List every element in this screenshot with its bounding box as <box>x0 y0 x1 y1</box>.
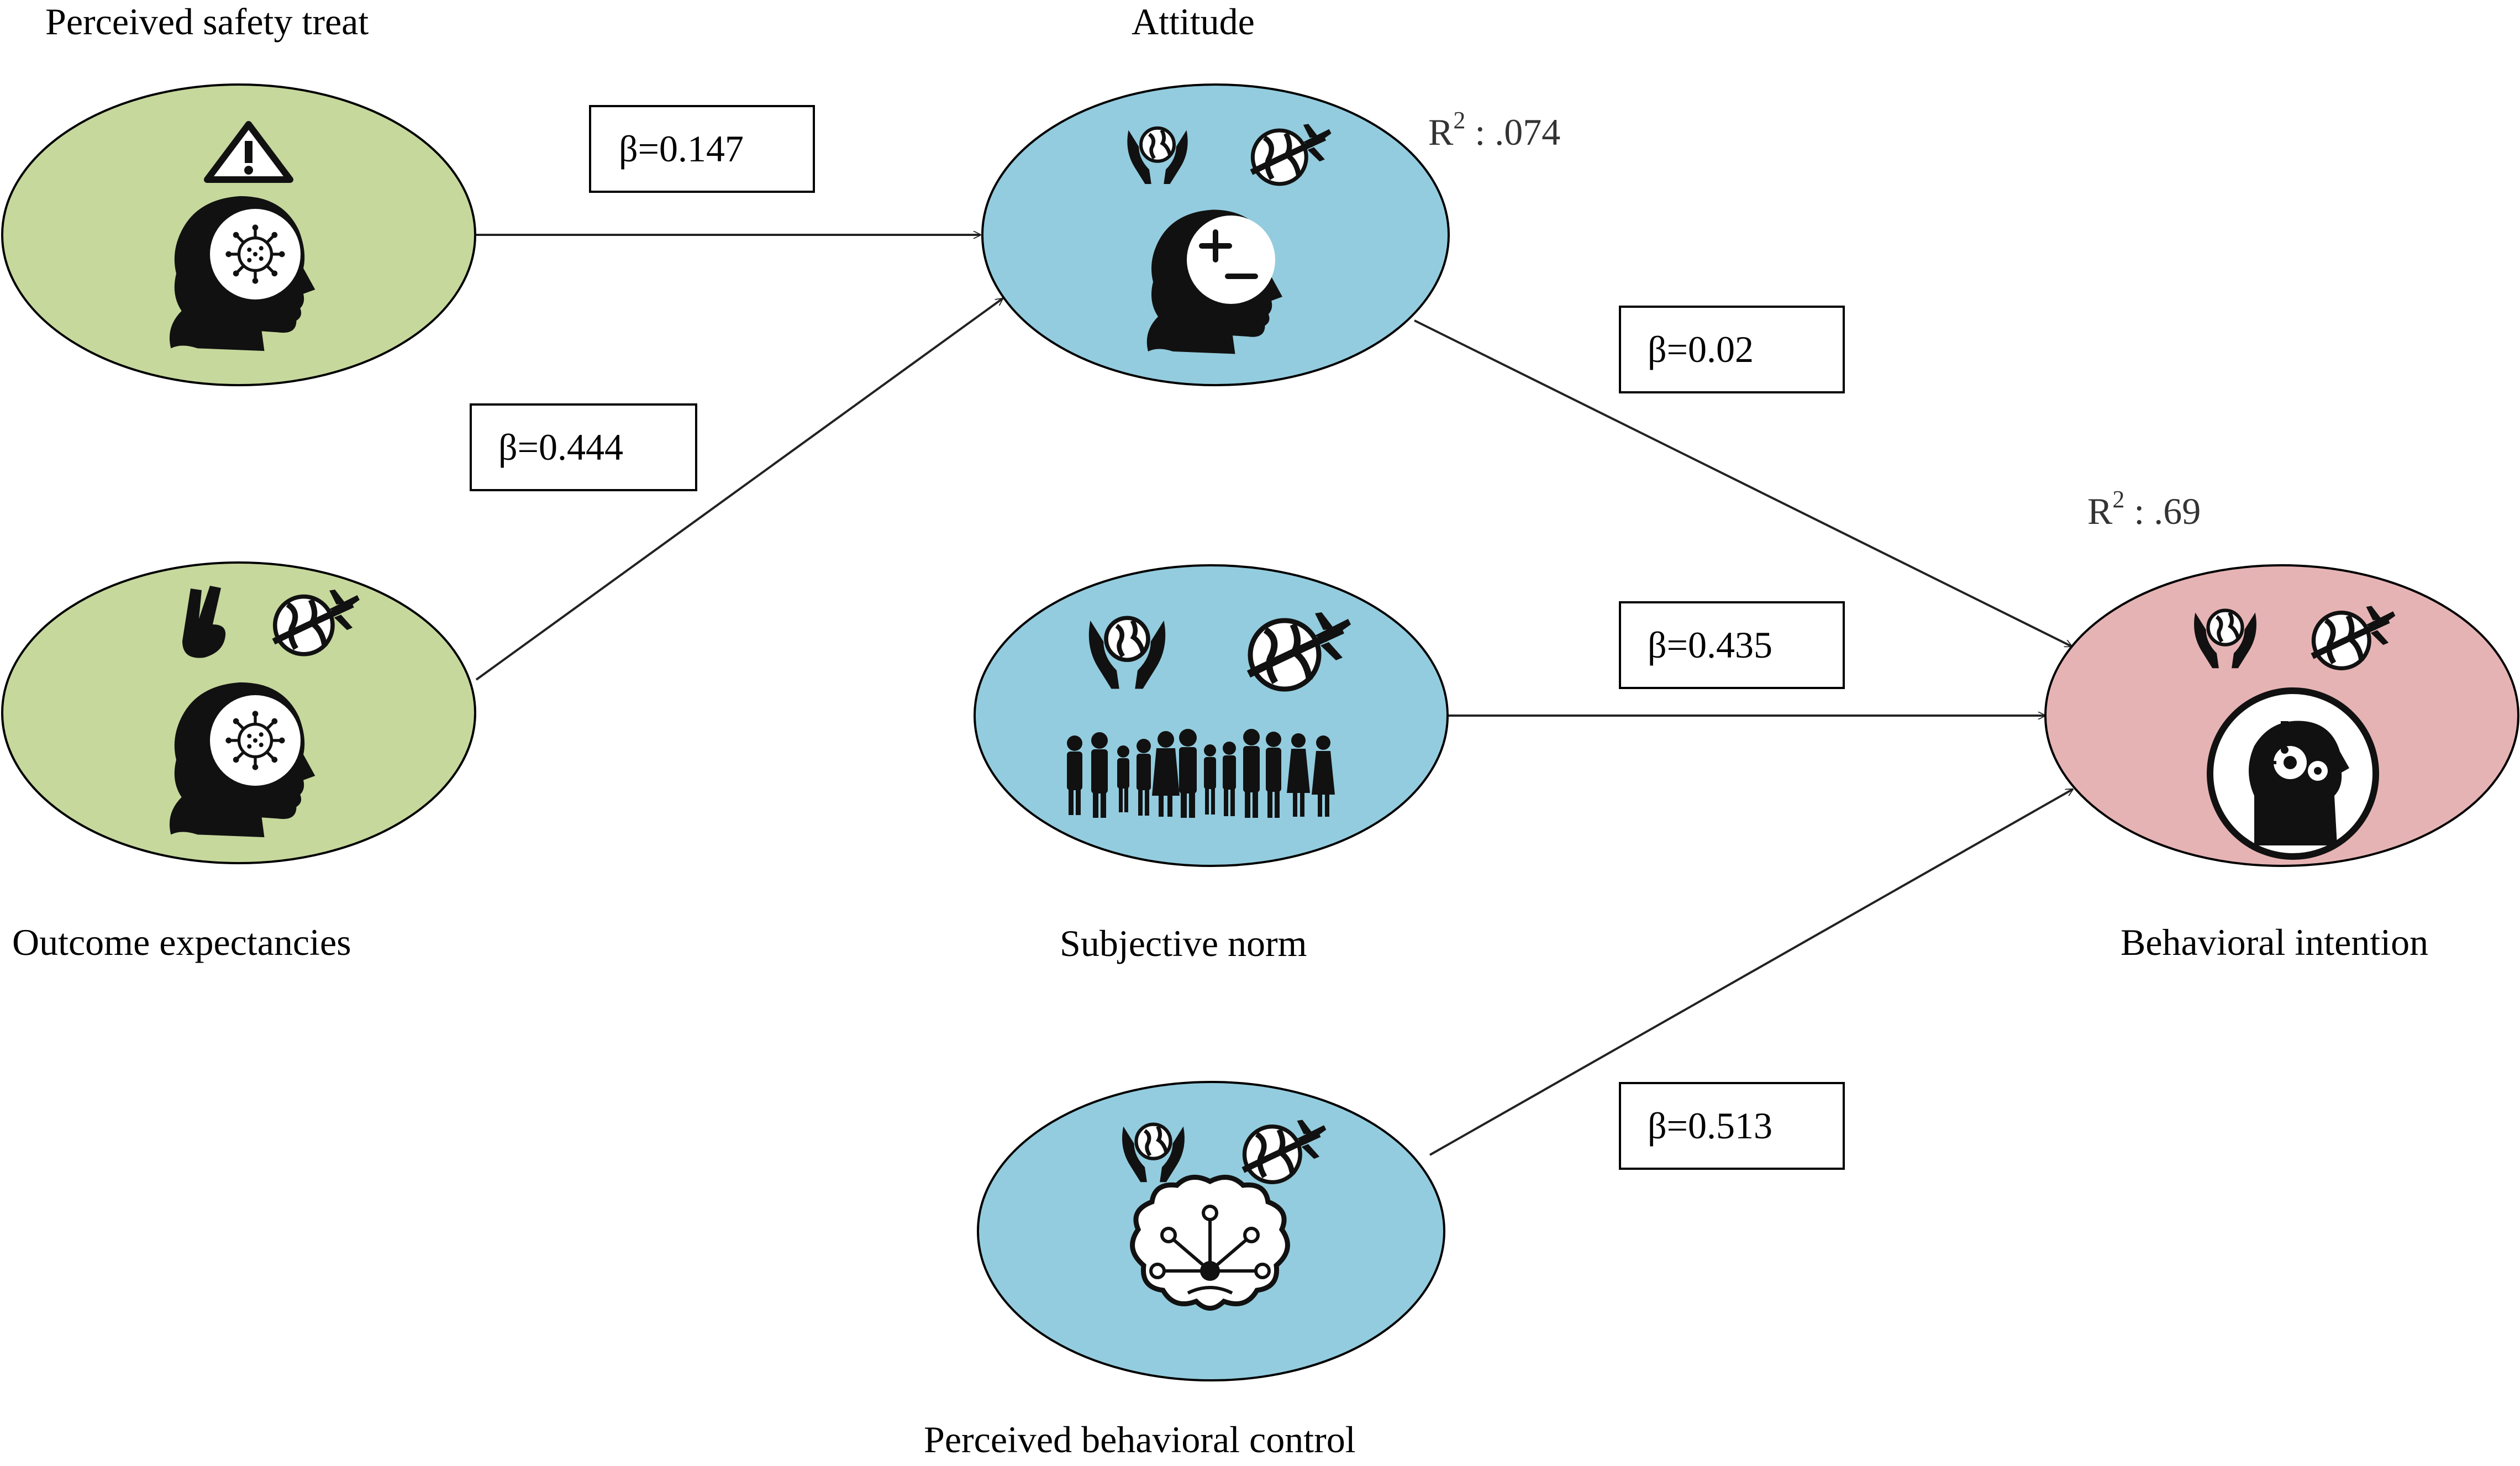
node-attitude: Attitude R2 : .074 <box>981 1 1560 386</box>
beta-box-control-intention: β=0.513 <box>1619 1082 1845 1170</box>
beta-value: β=0.02 <box>1648 328 1754 370</box>
node-outcome-expectancies: Outcome expectancies <box>1 561 476 963</box>
beta-value: β=0.444 <box>498 426 623 468</box>
head-plus-minus-icon <box>1146 209 1282 354</box>
node-subjective-norm: Subjective norm <box>974 564 1449 964</box>
r2-label: R2 : .074 <box>1428 107 1560 153</box>
node-ellipse <box>974 564 1449 867</box>
node-label: Perceived safety treat <box>45 1 369 43</box>
beta-value: β=0.435 <box>1648 624 1772 666</box>
beta-box-outcome-attitude: β=0.444 <box>470 403 697 491</box>
beta-value: β=0.147 <box>619 128 744 170</box>
edges <box>475 235 2073 1156</box>
beta-box-safety-attitude: β=0.147 <box>589 105 815 193</box>
node-label: Behavioral intention <box>2121 921 2428 963</box>
beta-box-attitude-intention: β=0.02 <box>1619 306 1845 393</box>
head-virus-icon <box>169 196 315 351</box>
beta-labels: β=0.147 β=0.444 β=0.02 β=0.435 β=0.513 <box>470 105 1845 1170</box>
node-behavioral-intention: R2 : .69 Behavioral intention <box>2044 486 2519 963</box>
r2-label: R2 : .69 <box>2087 486 2201 532</box>
beta-box-norm-intention: β=0.435 <box>1619 601 1845 689</box>
node-label: Subjective norm <box>1060 922 1307 964</box>
crowd-icon <box>1067 729 1335 818</box>
warning-icon <box>204 121 293 183</box>
node-label: Outcome expectancies <box>12 921 351 963</box>
node-perceived-safety-threat: Perceived safety treat <box>1 1 476 386</box>
edge-outcome-to-attitude <box>475 297 1003 681</box>
head-gears-icon <box>2207 687 2379 860</box>
node-label: Perceived behavioral control <box>924 1418 1356 1460</box>
edge-attitude-to-intention <box>1414 319 2072 648</box>
brain-network-icon <box>1130 1174 1290 1311</box>
head-virus-icon <box>169 682 315 838</box>
fingers-crossed-icon <box>182 586 226 658</box>
edge-control-to-intention <box>1429 788 2073 1156</box>
node-label: Attitude <box>1132 1 1255 43</box>
node-perceived-behavioral-control: Perceived behavioral control <box>924 1081 1445 1460</box>
beta-value: β=0.513 <box>1648 1105 1772 1147</box>
